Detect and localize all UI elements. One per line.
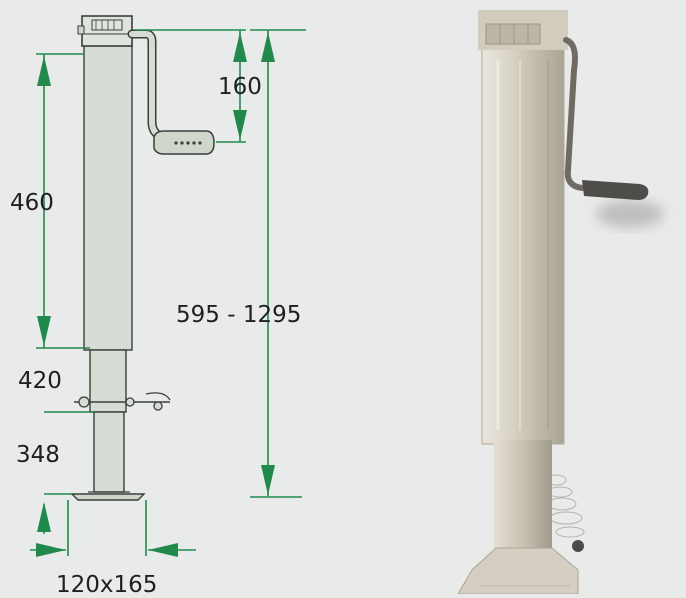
photo-foot-plate: [457, 547, 579, 594]
upper-tube: [83, 43, 133, 351]
jack-photo: [457, 10, 664, 594]
handle-grip: [153, 130, 215, 155]
dimension-label-160: 160: [218, 74, 262, 100]
dimension-label-420: 420: [18, 368, 62, 394]
dimension-lines: [30, 29, 306, 557]
foot-plate: [70, 493, 146, 501]
middle-tube: [89, 349, 127, 413]
crank-handle: [127, 29, 215, 155]
technical-drawing: [70, 15, 215, 501]
photo-handle-grip: [582, 180, 649, 200]
lower-tube: [93, 411, 125, 493]
dimension-label-total-height: 595 - 1295: [176, 302, 302, 328]
locking-pin: [74, 392, 171, 411]
dimension-label-460: 460: [10, 190, 54, 216]
photo-upper-tube: [482, 14, 564, 444]
photo-lower-tube: [494, 440, 552, 556]
dimension-label-348: 348: [16, 442, 60, 468]
dimension-label-foot-plate: 120x165: [56, 572, 158, 598]
